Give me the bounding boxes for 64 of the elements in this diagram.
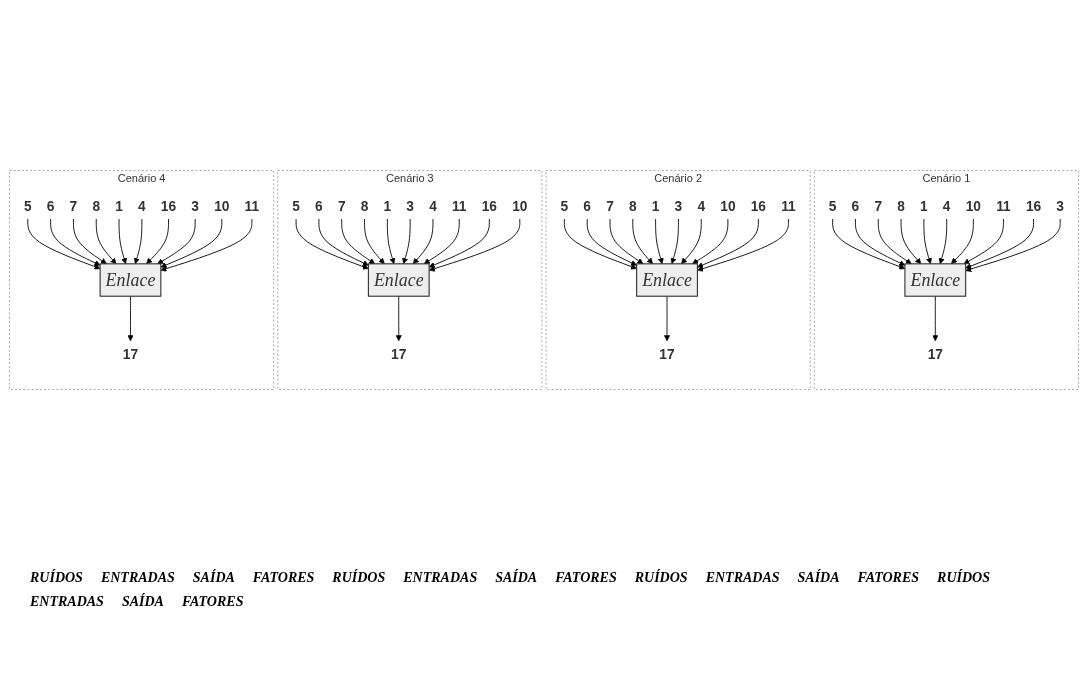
node-text: 17 [391,346,407,362]
group-label: FATORES [857,570,920,586]
group-label: RUÍDOS [332,570,386,586]
node-box: Enlace [367,263,430,297]
node-text: 4 [942,198,951,214]
node-text: 16 [1025,198,1042,214]
node-text: 6 [315,198,323,214]
node-text: 8 [628,198,637,214]
node-text: 6 [851,198,860,214]
node-text: 11 [996,198,1011,214]
node-text: 11 [781,198,796,214]
group-label: ENTRADAS [403,570,478,586]
node-text: 6 [46,198,55,214]
node-text: 3 [191,198,199,214]
node-text: 11 [244,198,260,214]
group-label: FATORES [555,570,617,586]
node-text: 7 [606,198,614,214]
node-text: 10 [720,198,736,214]
group-label: SAÍDA [495,570,538,586]
node-text: 16 [481,198,497,214]
group-label: ENTRADAS [705,570,780,586]
node-text: 1 [383,198,392,214]
group-label: RUÍDOS [30,570,83,586]
node-text: 10 [512,198,528,214]
node-text: 4 [138,198,146,214]
node-text: 1 [115,198,123,214]
group-label: RUÍDOS [634,570,688,586]
group-label: FATORES [252,570,315,586]
node-text: 17 [927,346,943,362]
node-text: 3 [1056,198,1065,214]
group-label: ENTRADAS [30,594,104,610]
node-text: 5 [23,198,32,214]
node-text: 5 [292,198,300,214]
node-text: 7 [874,198,883,214]
node-text: 8 [360,198,369,214]
node-text: 1 [920,198,928,214]
group-label: SAÍDA [121,594,164,610]
node-box: Enlace [99,263,162,297]
node-text: 7 [69,198,78,214]
node-text: 8 [92,198,101,214]
group-label: ENTRADAS [100,570,175,586]
node-text: 7 [337,198,346,214]
node-text: 6 [583,198,591,214]
group-label: FATORES [181,594,244,610]
node-text: 17 [659,346,675,362]
node-text: 3 [674,198,683,214]
node-box: Enlace [636,263,698,297]
node-text: 3 [406,198,414,214]
node-text: 16 [750,198,767,214]
node-box: Enlace [904,263,967,297]
node-text: 1 [651,198,660,214]
node-text: 16 [160,198,177,214]
node-text: 4 [429,198,437,214]
node-text: 17 [122,346,139,362]
group-label: RUÍDOS [937,570,990,586]
node-text: 5 [560,198,569,214]
node-text: 10 [214,198,230,214]
node-text: 8 [897,198,905,214]
node-text: 4 [697,198,706,214]
node-text: 11 [451,198,467,214]
node-text: 10 [965,198,982,214]
group-label: SAÍDA [797,570,840,586]
group-label: SAÍDA [192,570,235,586]
node-text: 5 [828,198,837,214]
